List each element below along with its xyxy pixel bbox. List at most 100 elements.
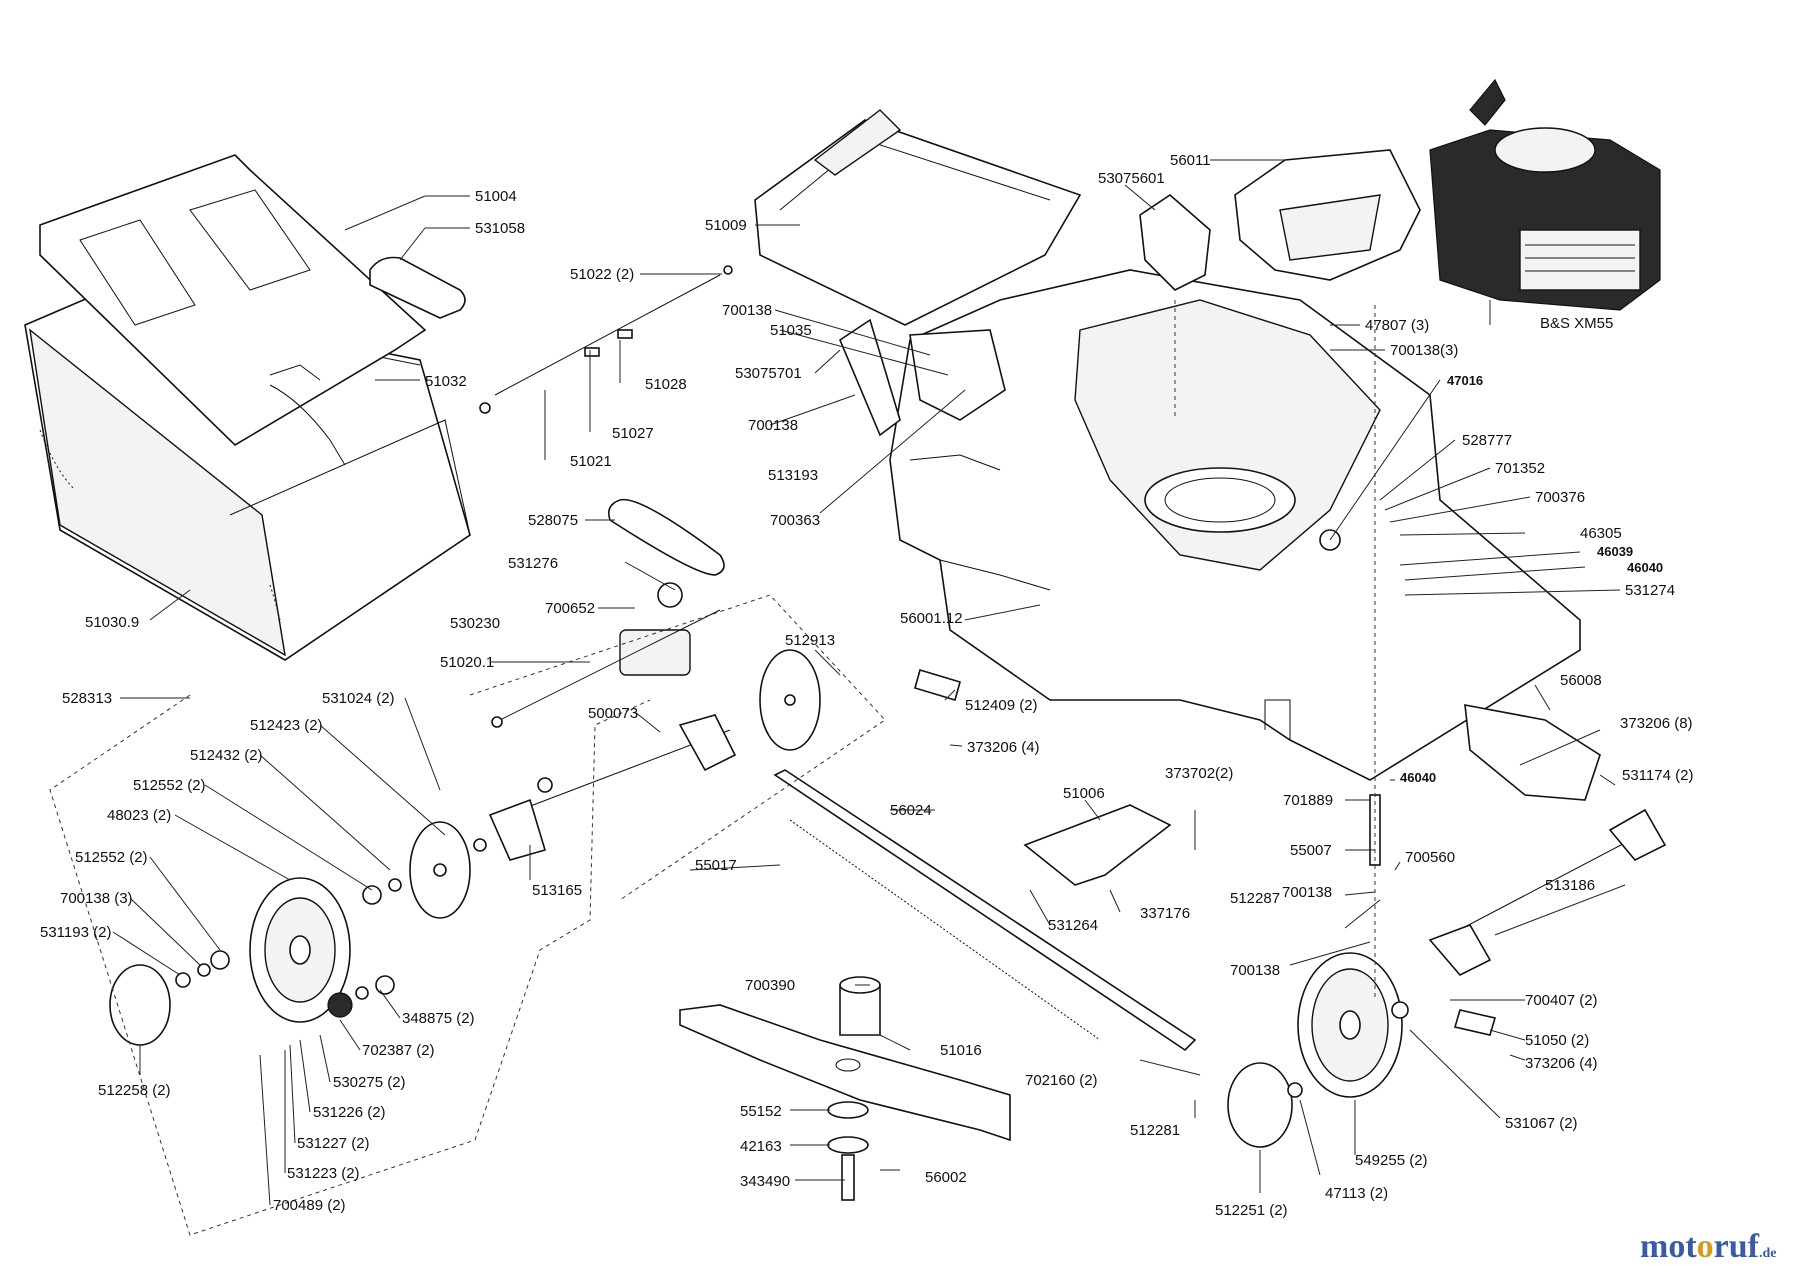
label-53075601: 53075601 bbox=[1098, 170, 1165, 187]
label-51030-9: 51030.9 bbox=[85, 614, 139, 631]
leader-lines bbox=[112, 159, 1626, 1206]
blade-56002 bbox=[679, 1004, 1011, 1142]
label-700138-d: 700138 bbox=[1282, 884, 1332, 901]
brand-logo: motoruf.de bbox=[1640, 1228, 1777, 1265]
clips-small bbox=[914, 668, 1497, 1098]
label-51028: 51028 bbox=[645, 376, 687, 393]
label-531193: 531193 (2) bbox=[40, 924, 111, 941]
front-axle-513186 bbox=[1428, 808, 1667, 976]
deflector-56008 bbox=[1464, 704, 1601, 801]
label-700407: 700407 (2) bbox=[1525, 992, 1598, 1009]
label-513186: 513186 bbox=[1545, 877, 1595, 894]
label-46305: 46305 bbox=[1580, 525, 1622, 542]
front-hub-cap-512251 bbox=[1227, 1062, 1293, 1148]
drive-gear-cover-531024 bbox=[409, 821, 471, 919]
label-47807: 47807 (3) bbox=[1365, 317, 1429, 334]
label-531058: 531058 bbox=[475, 220, 525, 237]
label-373206-4b: 373206 (4) bbox=[1525, 1055, 1598, 1072]
label-528313: 528313 bbox=[62, 690, 112, 707]
deck-bracket bbox=[839, 318, 1006, 437]
label-531024: 531024 (2) bbox=[322, 690, 395, 707]
label-530275: 530275 (2) bbox=[333, 1074, 406, 1091]
label-530230: 530230 bbox=[450, 615, 500, 632]
label-373702: 373702(2) bbox=[1165, 765, 1233, 782]
label-51009: 51009 bbox=[705, 217, 747, 234]
label-531264: 531264 bbox=[1048, 917, 1098, 934]
label-512432: 512432 (2) bbox=[190, 747, 263, 764]
height-lever-51006 bbox=[1023, 804, 1172, 886]
label-512552-b: 512552 (2) bbox=[75, 849, 148, 866]
label-47016: 47016 bbox=[1447, 373, 1483, 388]
label-46040-b: 46040 bbox=[1400, 770, 1436, 785]
label-51004: 51004 bbox=[475, 188, 517, 205]
label-56024: 56024 bbox=[890, 802, 932, 819]
label-702160: 702160 (2) bbox=[1025, 1072, 1098, 1089]
front-wheel-549255 bbox=[1297, 952, 1403, 1098]
label-51027: 51027 bbox=[612, 425, 654, 442]
rear-wheel-48023 bbox=[249, 877, 351, 1023]
gearbox-51020 bbox=[491, 582, 721, 728]
mower-deck bbox=[889, 269, 1581, 781]
label-47113: 47113 (2) bbox=[1325, 1185, 1388, 1202]
adjust-rod bbox=[479, 265, 733, 414]
label-531276: 531276 bbox=[508, 555, 558, 572]
label-531274: 531274 bbox=[1625, 582, 1675, 599]
small-bearings bbox=[175, 838, 487, 1018]
label-42163: 42163 bbox=[740, 1138, 782, 1155]
bracket-53075601 bbox=[1139, 193, 1211, 291]
label-51020-1: 51020.1 bbox=[440, 654, 494, 671]
engine-bs-xm55 bbox=[1429, 78, 1661, 311]
label-512423: 512423 (2) bbox=[250, 717, 323, 734]
label-51016: 51016 bbox=[940, 1042, 982, 1059]
label-531227: 531227 (2) bbox=[297, 1135, 370, 1152]
part-labels: 51004 531058 51032 51030.9 51022 (2) 510… bbox=[40, 152, 1693, 1219]
label-512251: 512251 (2) bbox=[1215, 1202, 1288, 1219]
label-700138-a: 700138 bbox=[722, 302, 772, 319]
label-512281: 512281 bbox=[1130, 1122, 1180, 1139]
catcher-handle-531058 bbox=[369, 256, 466, 319]
label-701352: 701352 bbox=[1495, 460, 1545, 477]
label-51050: 51050 (2) bbox=[1525, 1032, 1589, 1049]
label-51006: 51006 bbox=[1063, 785, 1105, 802]
label-55017: 55017 bbox=[695, 857, 737, 874]
label-701889: 701889 bbox=[1283, 792, 1333, 809]
label-528075: 528075 bbox=[528, 512, 578, 529]
label-512552-a: 512552 (2) bbox=[133, 777, 206, 794]
spring-55017 bbox=[789, 819, 1101, 1041]
grass-catcher-top bbox=[39, 154, 427, 466]
label-343490: 343490 bbox=[740, 1173, 790, 1190]
washers-blade bbox=[827, 1101, 869, 1201]
label-373206-4a: 373206 (4) bbox=[967, 739, 1040, 756]
label-512258: 512258 (2) bbox=[98, 1082, 171, 1099]
label-bs-xm55: B&S XM55 bbox=[1540, 315, 1613, 332]
label-531174: 531174 (2) bbox=[1622, 767, 1693, 784]
rear-flap bbox=[754, 109, 1082, 326]
label-46040-a: 46040 bbox=[1627, 560, 1663, 575]
label-337176: 337176 bbox=[1140, 905, 1190, 922]
label-55007: 55007 bbox=[1290, 842, 1332, 859]
grass-catcher-bag bbox=[24, 294, 471, 661]
label-48023: 48023 (2) bbox=[107, 807, 171, 824]
label-700138-c: 700138 (3) bbox=[60, 890, 133, 907]
label-512409: 512409 (2) bbox=[965, 697, 1038, 714]
label-51035: 51035 bbox=[770, 322, 812, 339]
label-700138-3: 700138(3) bbox=[1390, 342, 1458, 359]
label-51022: 51022 (2) bbox=[570, 266, 634, 283]
label-51021: 51021 bbox=[570, 453, 612, 470]
label-513165: 513165 bbox=[532, 882, 582, 899]
label-700652: 700652 bbox=[545, 600, 595, 617]
label-700390: 700390 bbox=[745, 977, 795, 994]
rear-axle bbox=[488, 714, 737, 861]
bar-56024 bbox=[773, 769, 1197, 1052]
label-700489: 700489 (2) bbox=[273, 1197, 346, 1214]
drive-belt-528075 bbox=[607, 498, 725, 576]
label-46039: 46039 bbox=[1597, 544, 1633, 559]
label-549255: 549255 (2) bbox=[1355, 1152, 1428, 1169]
pivot-pin-55007 bbox=[1369, 794, 1381, 866]
label-500073: 500073 bbox=[588, 705, 638, 722]
label-702387: 702387 (2) bbox=[362, 1042, 435, 1059]
label-56011: 56011 bbox=[1170, 152, 1211, 169]
label-51032: 51032 bbox=[425, 373, 467, 390]
label-700560: 700560 bbox=[1405, 849, 1455, 866]
